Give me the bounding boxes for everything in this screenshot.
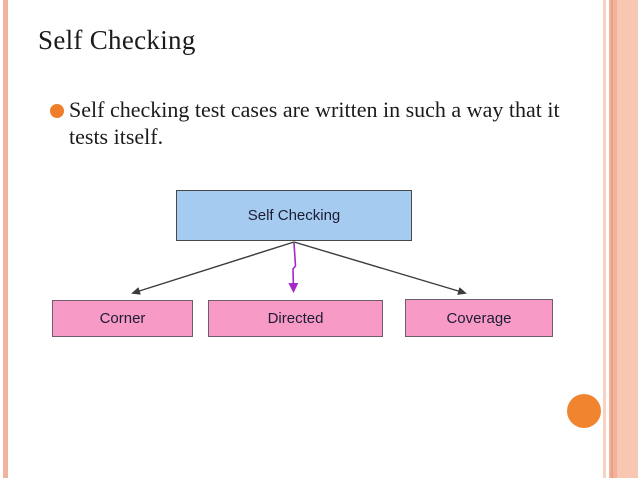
bullet-item: Self checking test cases are written in … (50, 96, 560, 150)
arrow-root-to-directed (288, 242, 299, 293)
right-stripe-decoration (603, 0, 638, 478)
diagram-node-label: Corner (99, 310, 146, 327)
page-title: Self Checking (38, 25, 196, 55)
bullet-text-line-1: Self checking test cases are written in … (69, 97, 560, 122)
left-stripe-decoration (0, 0, 10, 478)
arrow-root-to-corner (131, 241, 295, 295)
arrow-root-to-coverage (293, 241, 467, 295)
bullet-icon (50, 104, 64, 118)
diagram-node-self-checking: Self Checking (176, 190, 412, 241)
diagram-node-label: Directed (267, 310, 324, 327)
orange-circle-decoration (567, 394, 601, 428)
diagram-node-coverage: Coverage (405, 299, 553, 337)
diagram-node-corner: Corner (52, 300, 193, 337)
bullet-text-line-2: tests itself. (69, 124, 164, 149)
diagram-node-directed: Directed (208, 300, 383, 337)
diagram-node-label: Coverage (446, 309, 512, 327)
diagram-node-label: Self Checking (247, 207, 341, 224)
bullet-text: Self checking test cases are written in … (69, 96, 560, 150)
